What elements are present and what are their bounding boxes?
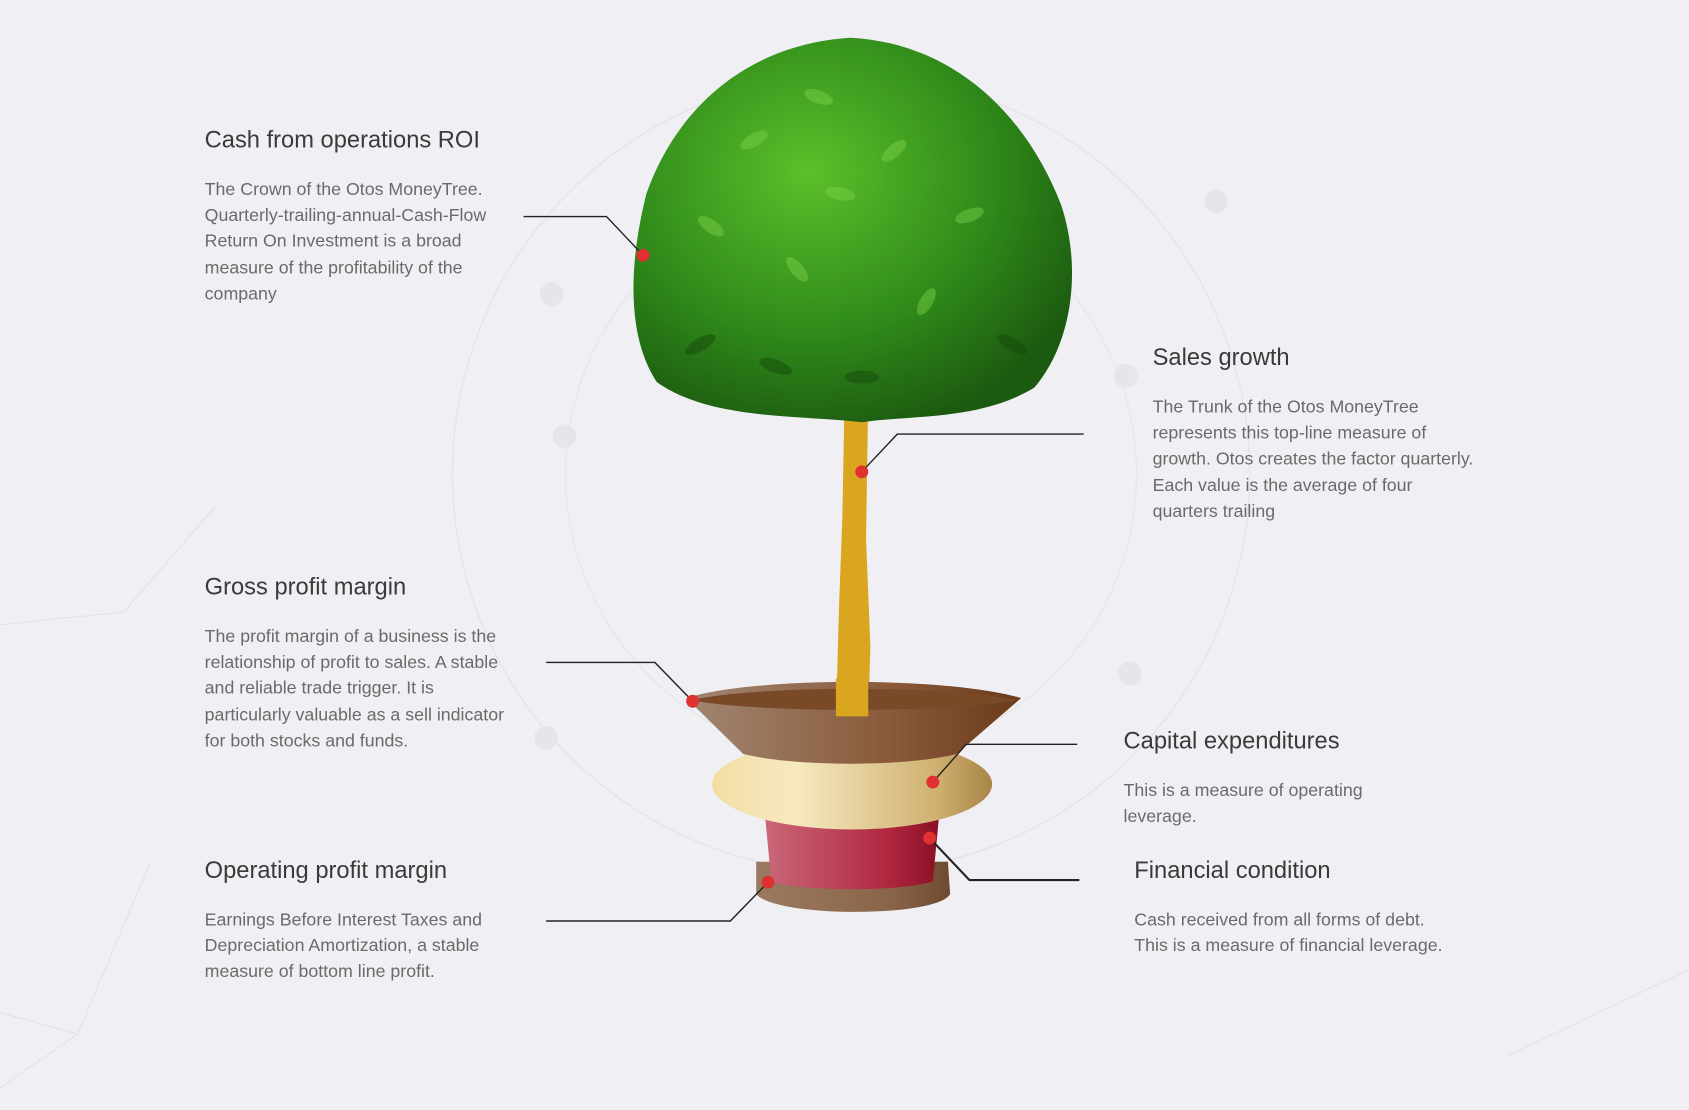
callout-lines xyxy=(523,215,1084,922)
feature-title: Gross profit margin xyxy=(204,573,407,601)
pot xyxy=(686,678,1022,912)
feature-title: Operating profit margin xyxy=(204,856,448,884)
feature-text: The Crown of the Otos MoneyTree. Quarter… xyxy=(204,179,487,304)
feature-title: Financial condition xyxy=(1134,856,1331,884)
trunk xyxy=(835,398,871,717)
feature-title: Sales growth xyxy=(1152,343,1290,371)
crown-marker[interactable] xyxy=(636,248,650,262)
bowl-marker[interactable] xyxy=(686,694,700,708)
feature-text: Earnings Before Interest Taxes and Depre… xyxy=(204,910,482,982)
feature-sales-growth: Sales growth The Trunk of the Otos Money… xyxy=(1153,343,1476,525)
feature-text: Cash received from all forms of debt. Th… xyxy=(1134,910,1443,956)
feature-operating-profit-margin: Operating profit margin Earnings Before … xyxy=(205,855,512,985)
base-marker[interactable] xyxy=(761,875,775,889)
feature-text: The profit margin of a business is the r… xyxy=(204,626,505,751)
crown xyxy=(633,37,1073,423)
feature-cash-roi: Cash from operations ROI The Crown of th… xyxy=(205,125,517,307)
band-marker[interactable] xyxy=(923,831,937,845)
cushion-marker[interactable] xyxy=(926,775,940,789)
feature-title: Capital expenditures xyxy=(1123,727,1340,755)
feature-gross-profit-margin: Gross profit margin The profit margin of… xyxy=(205,572,523,754)
feature-text: This is a measure of operating leverage. xyxy=(1123,780,1363,827)
feature-text: The Trunk of the Otos MoneyTree represen… xyxy=(1152,397,1474,522)
feature-capital-expenditures: Capital expenditures This is a measure o… xyxy=(1124,726,1393,830)
feature-financial-condition: Financial condition Cash received from a… xyxy=(1134,855,1452,959)
feature-title: Cash from operations ROI xyxy=(204,126,480,153)
trunk-marker[interactable] xyxy=(855,465,869,479)
